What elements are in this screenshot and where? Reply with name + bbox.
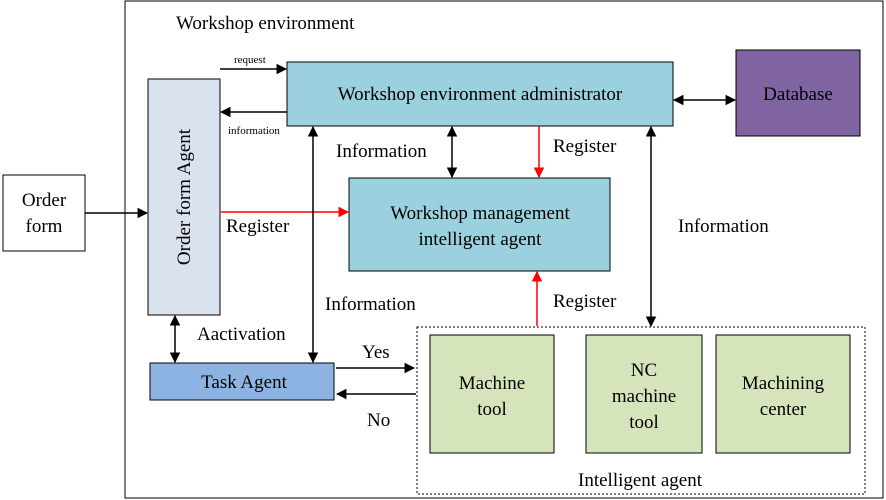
database-label: Database (763, 84, 833, 105)
nc-machine-tool-box (585, 334, 703, 454)
task-agent-label: Task Agent (201, 372, 287, 393)
label-information-right: Information (678, 216, 769, 237)
order-form-box (2, 174, 86, 252)
machine-tool-label-line2: tool (477, 399, 507, 420)
nc-machine-tool-label-line1: NC (631, 360, 657, 381)
label-register-left: Register (226, 216, 290, 237)
machining-center-label-line2: center (760, 399, 807, 420)
label-request: request (234, 54, 266, 66)
nc-machine-tool-label-line3: tool (629, 412, 659, 433)
label-register-top: Register (553, 136, 617, 157)
label-activation: Aactivation (197, 324, 286, 345)
env-admin-label: Workshop environment administrator (338, 84, 623, 105)
intelligent-agent-group (416, 326, 866, 495)
nc-machine-tool-label-line2: machine (612, 386, 676, 407)
machining-center-label-line1: Machining (742, 373, 825, 394)
label-yes: Yes (362, 342, 390, 363)
label-register-bottom: Register (553, 291, 617, 312)
env-admin-box (286, 61, 674, 127)
mgmt-agent-box (348, 177, 611, 272)
machine-tool-label-line1: Machine (459, 373, 525, 394)
intelligent-agent-group-label: Intelligent agent (578, 470, 703, 491)
order-form-label-line2: form (26, 216, 63, 237)
label-information-top: Information (336, 141, 427, 162)
machining-center-box (715, 334, 851, 454)
order-form-label-line1: Order (22, 190, 67, 211)
workshop-environment-title: Workshop environment (176, 13, 355, 34)
machine-tool-box (429, 334, 555, 454)
label-information-mid: Information (325, 294, 416, 315)
label-no: No (367, 410, 390, 431)
mgmt-agent-label-line1: Workshop management (390, 203, 570, 224)
database-box (735, 49, 861, 137)
mgmt-agent-label-line2: intelligent agent (419, 229, 543, 250)
order-form-agent-label: Order form Agent (174, 128, 195, 265)
order-form-agent-box (147, 78, 221, 316)
workshop-environment-frame (124, 0, 884, 499)
label-information-small: information (228, 125, 280, 137)
task-agent-box (149, 362, 335, 401)
